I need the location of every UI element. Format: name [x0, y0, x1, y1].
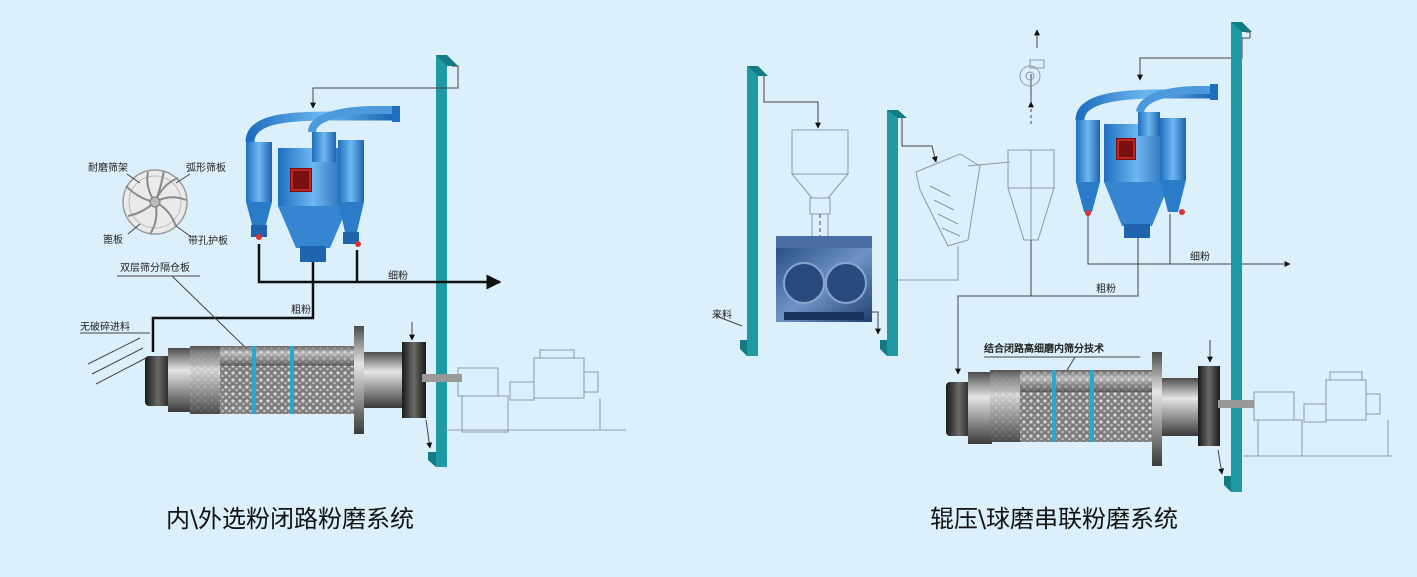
dust-collector [1007, 29, 1055, 241]
feed-hopper [790, 129, 850, 243]
v-separator [898, 153, 1011, 281]
right-bucket-elevator-3 [1224, 22, 1252, 492]
left-bucket-elevator [310, 55, 459, 467]
left-powder-lines [151, 244, 502, 352]
right-separator [1075, 38, 1243, 238]
left-ball-mill [145, 322, 462, 449]
technology-label: 结合闭路高细磨内筛分技术 [984, 342, 1104, 355]
right-bucket-elevator-2 [880, 110, 938, 356]
right-diagram-title: 辊压\球磨串联粉磨系统 [930, 505, 1178, 533]
grate-plate-label: 篦板 [103, 233, 123, 246]
roller-press [776, 236, 872, 322]
right-diagram: 来料 [712, 22, 1392, 492]
left-drive-motor [446, 349, 626, 433]
right-bucket-elevator-1 [715, 66, 821, 356]
left-diagram-title: 内\外选粉闭路粉磨系统 [166, 505, 414, 533]
screen-wheel-diagram [122, 169, 191, 237]
right-coarse-powder-label: 粗粉 [1096, 282, 1116, 295]
left-coarse-powder-label: 粗粉 [291, 303, 311, 316]
left-diagram: 细粉 粗粉 耐磨筛架 弧形筛板 篦板 带孔护板 双 [80, 55, 626, 467]
right-powder-lines [955, 214, 1291, 375]
wear-screen-frame-label: 耐磨筛架 [88, 161, 128, 174]
left-fine-powder-label: 细粉 [388, 269, 408, 282]
left-feed-chute [80, 332, 150, 385]
right-fine-powder-label: 细粉 [1190, 250, 1210, 263]
right-ball-mill [946, 340, 1254, 475]
arc-screen-label: 弧形筛板 [186, 161, 226, 174]
double-partition-label: 双层筛分隔仓板 [120, 261, 190, 274]
exhaust-fan [1019, 59, 1045, 87]
right-drive-motor [1244, 371, 1392, 457]
perforated-guard-label: 带孔护板 [188, 234, 228, 247]
left-feed-label: 无破碎进料 [80, 320, 130, 333]
right-incoming-label: 来料 [712, 308, 732, 321]
left-separator [245, 106, 400, 262]
